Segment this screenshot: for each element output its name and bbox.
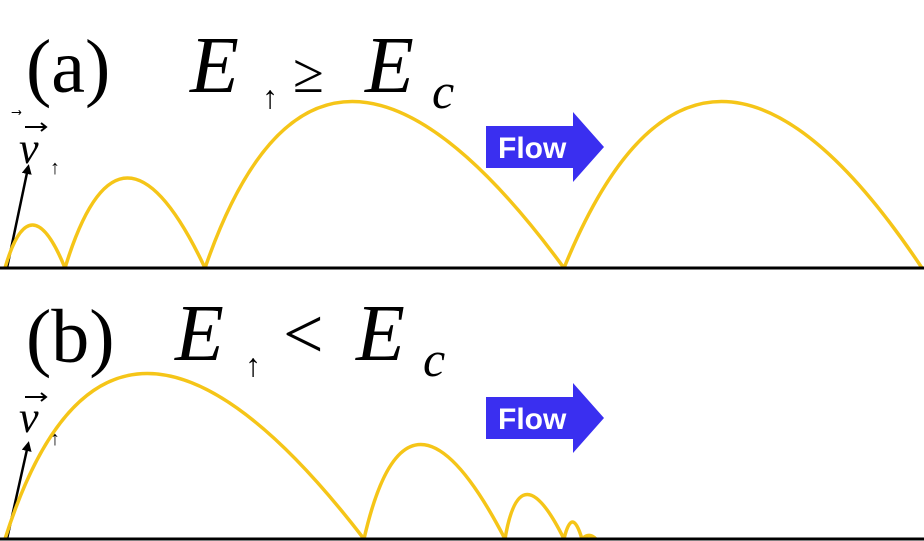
panel-b-hop-2	[362, 442, 507, 540]
panel-a-relation: ≥	[293, 43, 324, 105]
panel-b-label: (b)	[26, 295, 115, 379]
panel-b-energy-subscript: ↑	[245, 347, 261, 383]
panel-a-hop-3	[203, 99, 566, 270]
panel-b-hop-1	[3, 371, 366, 541]
panel-b: (b) E ↑ < E c v ↑ Flow	[0, 290, 924, 541]
panel-a-hop-4	[562, 99, 924, 269]
panel-a-energy-symbol: E	[189, 22, 239, 110]
panel-b-energy-symbol: E	[174, 290, 224, 378]
panel-b-flow-label: Flow	[498, 403, 567, 436]
panel-b-critical-symbol: E	[355, 290, 405, 378]
panel-a-vector-bar-head	[40, 122, 48, 132]
panel-a-velocity-vector-mark: ⃗	[11, 110, 22, 115]
panel-b-relation: <	[283, 294, 324, 374]
panel-a-flow-arrow	[486, 112, 604, 182]
panel-b-hop-4	[562, 520, 584, 540]
panel-a-label: (a)	[26, 25, 110, 109]
panel-a-critical-subscript: c	[432, 63, 454, 119]
panel-a-hop-2	[63, 176, 207, 269]
panel-b-critical-subscript: c	[423, 331, 445, 387]
panel-a-hop-1	[3, 223, 67, 269]
panel-b-flow-arrow	[486, 383, 604, 453]
panel-a-energy-subscript: ↑	[262, 79, 278, 115]
panel-b-velocity-symbol: v	[19, 393, 39, 442]
panel-a-velocity-subscript: ↑	[50, 157, 60, 179]
panel-a-flow-label: Flow	[498, 132, 567, 165]
panel-a-velocity-symbol: v	[19, 124, 39, 173]
panel-b-vector-bar-head	[40, 392, 48, 402]
panel-b-velocity-subscript: ↑	[50, 428, 60, 450]
panel-a-critical-symbol: E	[364, 22, 414, 110]
panel-a: (a) E ↑ ≥ E c v ⃗ ↑ Flow	[0, 22, 924, 270]
panel-b-hop-3	[503, 493, 566, 540]
